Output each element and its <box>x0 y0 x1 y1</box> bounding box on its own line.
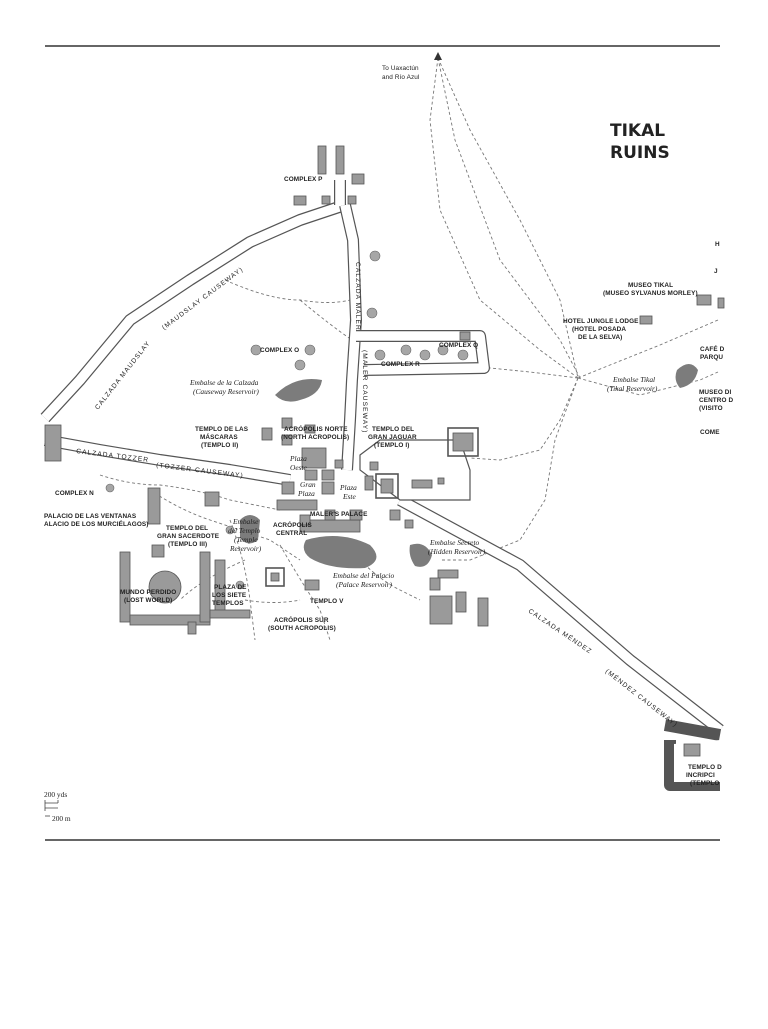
label-palacio-ventanas-1: PALACIO DE LAS VENTANAS <box>44 513 137 520</box>
label-embalse-templo-3: (Temple <box>234 535 258 544</box>
label-templo-inscripciones-1: TEMPLO D <box>688 764 722 771</box>
structures <box>44 145 725 757</box>
scale-bar: 200 yds 200 m <box>44 790 71 823</box>
label-cafe-1: CAFÉ D <box>700 344 725 353</box>
scale-bar-ticks <box>44 800 59 811</box>
label-museo-centro-1: MUSEO DI <box>699 389 732 396</box>
label-plaza-oeste-2: Oeste <box>290 463 308 472</box>
label-plaza-este-1: Plaza <box>339 483 357 492</box>
label-complex-n: COMPLEX N <box>55 490 94 497</box>
label-embalse-templo-1: Embalse <box>232 517 259 526</box>
label-embalse-tikal-2: (Tikal Reservoir) <box>607 384 658 393</box>
label-complex-r: COMPLEX R <box>381 361 420 368</box>
destination-line1: To Uaxactún <box>382 65 419 72</box>
label-templo-jaguar-1: TEMPLO DEL <box>372 426 414 433</box>
label-jungle-lodge-2: (HOTEL POSADA <box>572 326 626 333</box>
label-acropolis-central-1: ACRÓPOLIS <box>273 520 313 529</box>
label-palacio-ventanas-2: ALACIO DE LOS MURCIÉLAGOS) <box>44 519 149 528</box>
label-templo-mascaras-3: (TEMPLO II) <box>201 442 238 449</box>
label-templo-mascaras-1: TEMPLO DE LAS <box>195 426 249 433</box>
label-mundo-perdido-1: MUNDO PERDIDO <box>120 589 176 596</box>
map-title-line1: TIKAL <box>610 121 665 141</box>
label-jungle-lodge-1: HOTEL JUNGLE LODGE <box>563 318 639 325</box>
label-museo-centro-3: (VISITO <box>699 405 723 412</box>
road-label-calzada-maler: CALZADA MALER <box>354 262 361 331</box>
label-siete-templos-2: LOS SIETE <box>212 592 247 599</box>
label-museo-tikal-2: (MUSEO SYLVANUS MORLEY) <box>603 290 698 297</box>
label-acropolis-norte-2: (NORTH ACROPOLIS) <box>281 434 349 441</box>
label-embalse-secreto-1: Embalse Secreto <box>429 538 479 547</box>
scale-label-yds: 200 yds <box>44 790 67 799</box>
label-templo-jaguar-3: (TEMPLO I) <box>374 442 409 449</box>
reservoirs <box>240 364 698 569</box>
label-jungle-lodge-3: DE LA SELVA) <box>578 334 622 341</box>
label-templo-v: TEMPLO V <box>310 598 344 605</box>
causeways <box>40 180 724 791</box>
label-embalse-calzada-1: Embalse de la Calzada <box>189 378 259 387</box>
label-gran-plaza-2: Plaza <box>297 489 315 498</box>
label-templo-inscripciones-3: (TEMPLO <box>690 780 719 787</box>
map-title-line2: RUINS <box>610 143 670 163</box>
label-complex-o: COMPLEX O <box>260 347 299 354</box>
label-templo-sacerdote-1: TEMPLO DEL <box>166 525 208 532</box>
label-plaza-oeste-1: Plaza <box>289 454 307 463</box>
label-plaza-este-2: Este <box>342 492 356 501</box>
label-complex-q: COMPLEX Q <box>439 342 478 349</box>
label-edge-h: H <box>715 241 720 248</box>
label-templo-jaguar-2: GRAN JAGUAR <box>368 434 417 441</box>
label-acropolis-norte-1: ACRÓPOLIS NORTE <box>284 424 348 433</box>
label-embalse-tikal-1: Embalse Tikal <box>612 375 655 384</box>
label-museo-centro-2: CENTRO D <box>699 397 733 404</box>
scale-label-m: 200 m <box>52 814 71 823</box>
label-embalse-templo-2: del Templo <box>228 526 261 535</box>
label-acropolis-central-2: CENTRAL <box>276 530 307 537</box>
label-acropolis-sur-2: (SOUTH ACROPOLIS) <box>268 625 336 632</box>
label-embalse-palacio-1: Embalse del Palacio <box>332 571 394 580</box>
label-mundo-perdido-2: (LOST WORLD) <box>124 597 172 604</box>
label-complex-p: COMPLEX P <box>284 176 323 183</box>
label-embalse-palacio-2: (Palace Reservoir) <box>336 580 393 589</box>
label-comedor: COME <box>700 429 720 436</box>
tree-mounds <box>105 250 469 590</box>
label-siete-templos-1: PLAZA DE <box>214 584 247 591</box>
label-museo-tikal-1: MUSEO TIKAL <box>628 282 673 289</box>
label-siete-templos-3: TEMPLOS <box>212 600 244 607</box>
label-embalse-secreto-2: (Hidden Reservoir) <box>428 547 486 556</box>
label-embalse-templo-4: Reservoir) <box>229 544 262 553</box>
label-embalse-calzada-2: (Causeway Reservoir) <box>193 387 259 396</box>
destination-line2: and Río Azul <box>382 74 419 81</box>
label-templo-sacerdote-3: (TEMPLO III) <box>168 541 207 548</box>
label-gran-plaza-1: Gran <box>300 480 316 489</box>
label-malers-palace: MALER'S PALACE <box>310 511 368 518</box>
label-templo-sacerdote-2: GRAN SACERDOTE <box>157 533 220 540</box>
label-templo-inscripciones-2: INCRIPCI <box>686 772 715 779</box>
label-cafe-2: PARQU <box>700 354 723 361</box>
label-edge-j: J <box>714 268 718 275</box>
north-arrow-icon <box>434 52 442 60</box>
label-templo-mascaras-2: MÁSCARAS <box>200 432 238 441</box>
label-acropolis-sur-1: ACRÓPOLIS SUR <box>274 615 329 624</box>
road-label-maler-causeway: (MALER CAUSEWAY) <box>361 350 368 434</box>
site-labels: COMPLEX P COMPLEX O COMPLEX Q COMPLEX R … <box>44 176 733 787</box>
italic-labels: Embalse de la Calzada (Causeway Reservoi… <box>189 375 658 589</box>
